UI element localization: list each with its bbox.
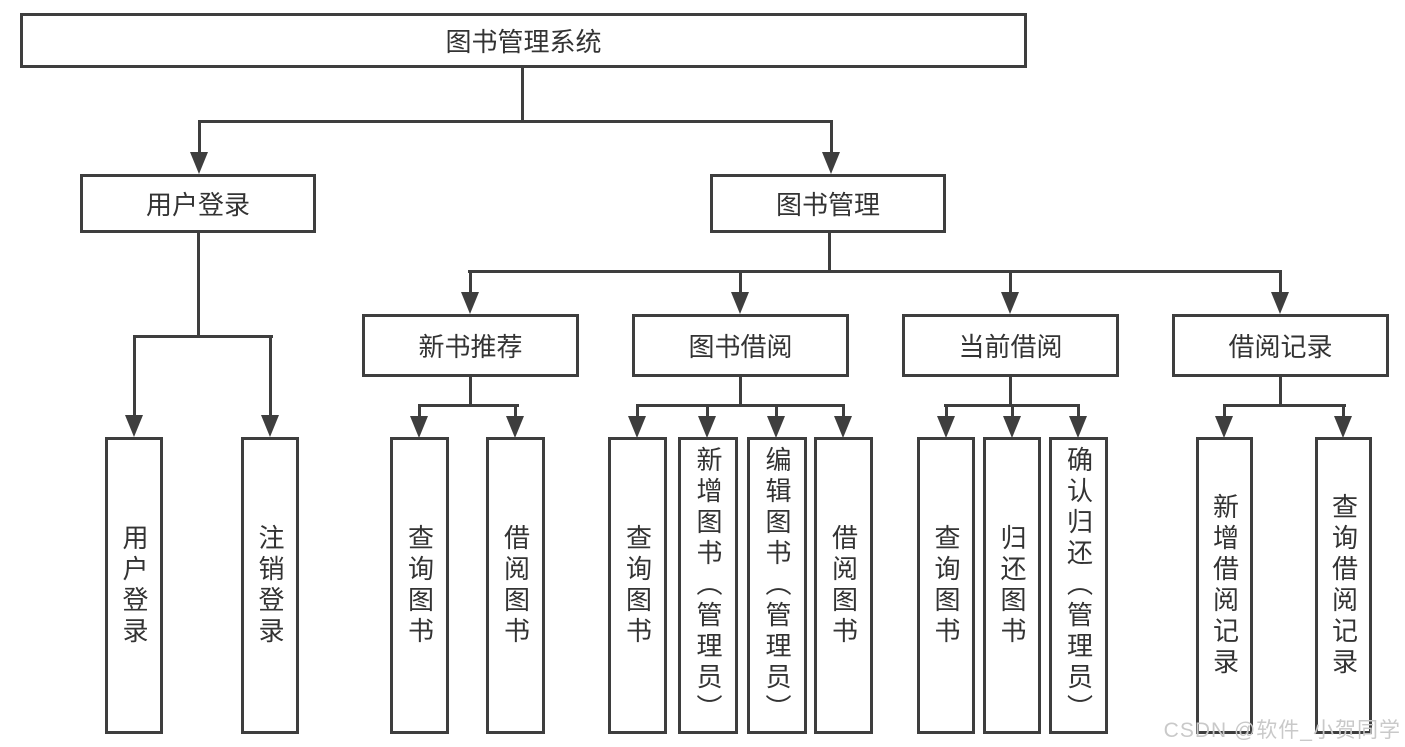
node-query-borrow-record: 查询借阅记录 bbox=[1315, 437, 1372, 734]
connector-line bbox=[197, 233, 200, 337]
node-user-login: 用户登录 bbox=[80, 174, 316, 233]
node-logout: 注销登录 bbox=[241, 437, 299, 734]
arrow-down-icon bbox=[834, 416, 852, 438]
connector-line bbox=[269, 335, 272, 415]
connector-line bbox=[198, 120, 833, 123]
connector-line bbox=[468, 270, 1282, 273]
arrow-down-icon bbox=[1215, 416, 1233, 438]
arrow-down-icon bbox=[1271, 292, 1289, 314]
node-label: 查询图书 bbox=[931, 523, 961, 648]
node-label: 用户登录 bbox=[145, 190, 250, 220]
watermark: CSDN @软件_小贺同学 bbox=[1163, 719, 1401, 742]
node-current-borrowing: 当前借阅 bbox=[902, 314, 1119, 377]
connector-line bbox=[636, 404, 639, 418]
arrow-down-icon bbox=[1003, 416, 1021, 438]
connector-line bbox=[418, 404, 519, 407]
connector-line bbox=[775, 404, 778, 418]
node-borrow-books-recommend: 借阅图书 bbox=[486, 437, 545, 734]
connector-line bbox=[1009, 270, 1012, 292]
arrow-down-icon bbox=[461, 292, 479, 314]
connector-line bbox=[198, 120, 201, 154]
connector-line bbox=[469, 377, 472, 406]
node-label: 新书推荐 bbox=[418, 332, 523, 362]
node-add-books-admin: 新增图书（管理员） bbox=[678, 437, 738, 734]
node-label: 借阅图书 bbox=[828, 523, 859, 648]
node-library-system: 图书管理系统 bbox=[20, 13, 1027, 68]
connector-line bbox=[1279, 377, 1282, 406]
arrow-down-icon bbox=[698, 416, 716, 438]
node-book-borrowing: 图书借阅 bbox=[632, 314, 849, 377]
node-user-login-leaf: 用户登录 bbox=[105, 437, 163, 734]
node-label: 查询借阅记录 bbox=[1328, 492, 1359, 679]
connector-line bbox=[636, 404, 845, 407]
connector-line bbox=[1342, 404, 1345, 418]
arrow-down-icon bbox=[937, 416, 955, 438]
connector-line bbox=[469, 270, 472, 292]
node-label: 新增借阅记录 bbox=[1209, 492, 1240, 679]
node-confirm-return-admin: 确认归还（管理员） bbox=[1049, 437, 1108, 734]
node-borrowing-records: 借阅记录 bbox=[1172, 314, 1389, 377]
node-label: 查询图书 bbox=[404, 523, 435, 648]
connector-line bbox=[830, 120, 833, 154]
node-edit-books-admin: 编辑图书（管理员） bbox=[747, 437, 807, 734]
arrow-down-icon bbox=[506, 416, 524, 438]
node-label: 图书管理 bbox=[775, 190, 880, 220]
connector-line bbox=[418, 404, 421, 418]
arrow-down-icon bbox=[628, 416, 646, 438]
arrow-down-icon bbox=[190, 152, 208, 174]
node-query-books-borrowing: 查询图书 bbox=[608, 437, 667, 734]
node-add-borrow-record: 新增借阅记录 bbox=[1196, 437, 1253, 734]
node-return-books: 归还图书 bbox=[983, 437, 1041, 734]
node-label: 新增图书（管理员） bbox=[693, 446, 723, 725]
node-label: 注销登录 bbox=[255, 523, 285, 648]
node-label: 借阅图书 bbox=[500, 523, 531, 648]
connector-line bbox=[133, 335, 273, 338]
connector-line bbox=[521, 68, 524, 122]
arrow-down-icon bbox=[410, 416, 428, 438]
connector-line bbox=[133, 335, 136, 415]
arrow-down-icon bbox=[261, 415, 279, 437]
node-book-management: 图书管理 bbox=[710, 174, 946, 233]
node-label: 借阅记录 bbox=[1228, 332, 1333, 362]
node-query-books-recommend: 查询图书 bbox=[390, 437, 449, 734]
node-label: 图书借阅 bbox=[688, 332, 793, 362]
connector-line bbox=[706, 404, 709, 418]
connector-line bbox=[739, 270, 742, 292]
node-label: 当前借阅 bbox=[958, 332, 1063, 362]
node-borrow-books-borrowing: 借阅图书 bbox=[814, 437, 873, 734]
connector-line bbox=[828, 233, 831, 272]
node-label: 编辑图书（管理员） bbox=[762, 446, 792, 725]
connector-line bbox=[1279, 270, 1282, 292]
node-new-book-recommendation: 新书推荐 bbox=[362, 314, 579, 377]
connector-line bbox=[842, 404, 845, 418]
arrow-down-icon bbox=[125, 415, 143, 437]
arrow-down-icon bbox=[1069, 416, 1087, 438]
connector-line bbox=[1009, 377, 1012, 406]
node-label: 查询图书 bbox=[622, 523, 653, 648]
arrow-down-icon bbox=[731, 292, 749, 314]
connector-line bbox=[1223, 404, 1346, 407]
node-label: 用户登录 bbox=[119, 523, 149, 648]
node-label: 归还图书 bbox=[997, 523, 1027, 648]
connector-line bbox=[739, 377, 742, 406]
arrow-down-icon bbox=[767, 416, 785, 438]
connector-line bbox=[1077, 404, 1080, 418]
connector-line bbox=[1011, 404, 1014, 418]
arrow-down-icon bbox=[822, 152, 840, 174]
connector-line bbox=[514, 404, 517, 418]
connector-line bbox=[1223, 404, 1226, 418]
arrow-down-icon bbox=[1334, 416, 1352, 438]
node-label: 确认归还（管理员） bbox=[1063, 446, 1094, 725]
arrow-down-icon bbox=[1001, 292, 1019, 314]
node-label: 图书管理系统 bbox=[445, 27, 602, 57]
node-query-books-current: 查询图书 bbox=[917, 437, 975, 734]
connector-line bbox=[945, 404, 948, 418]
